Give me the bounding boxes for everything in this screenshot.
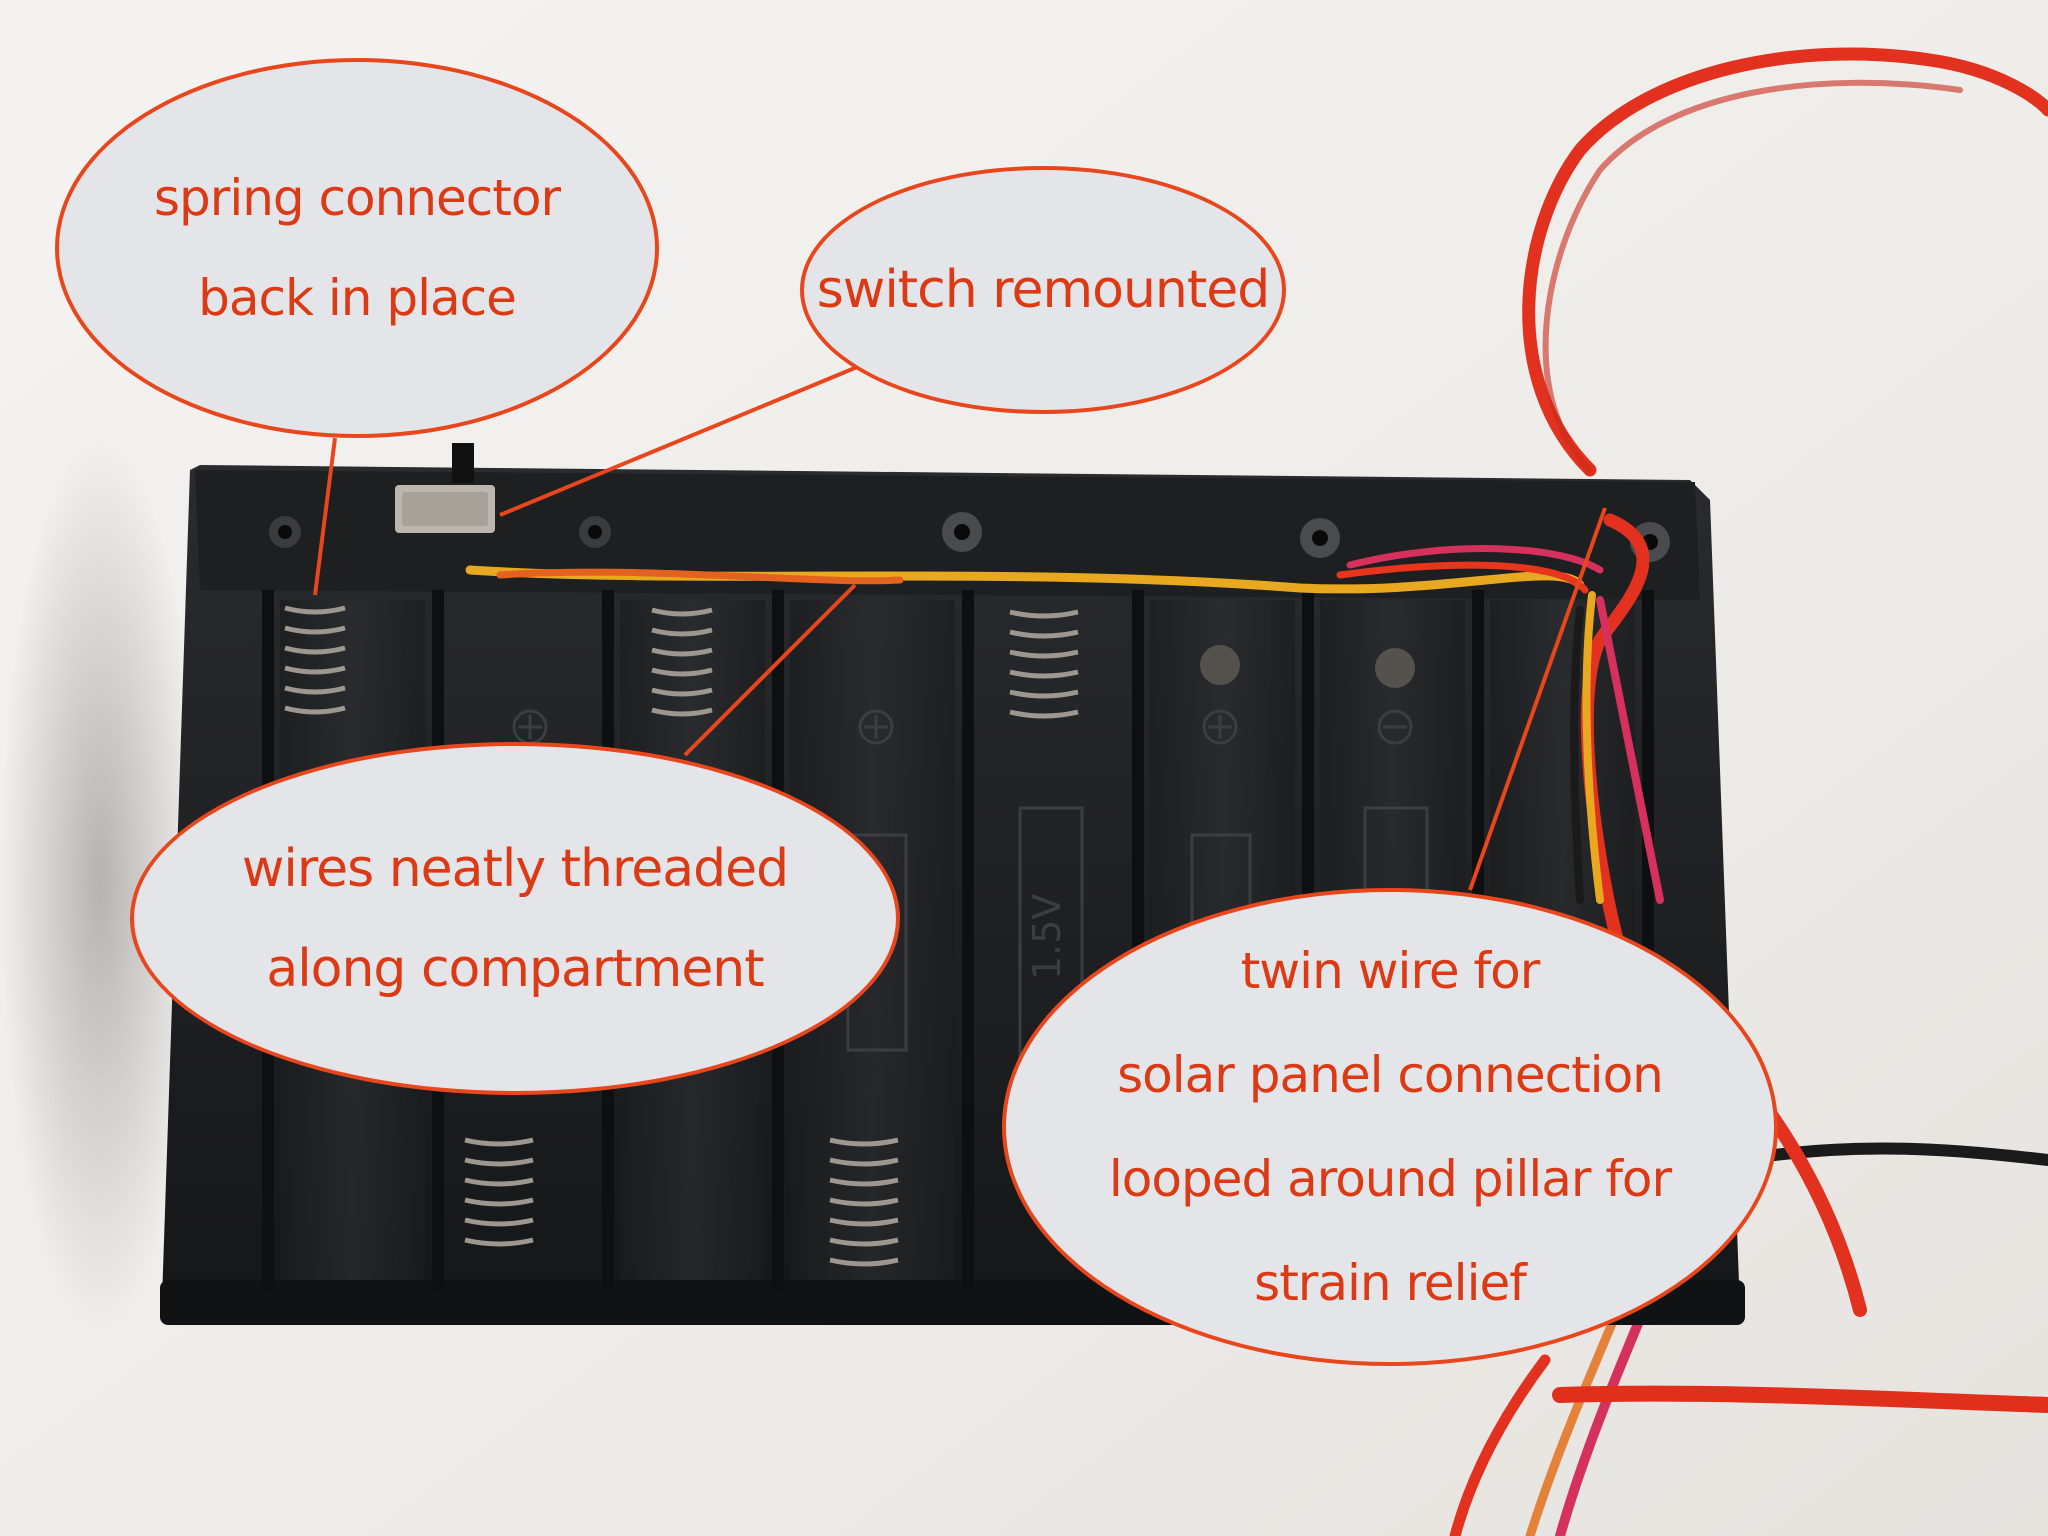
callout-line: switch remounted — [816, 260, 1271, 320]
leader-twin — [1468, 507, 1607, 891]
voltage-marking: 1.5V — [1025, 894, 1069, 980]
callout-line: solar panel connection — [1117, 1046, 1664, 1104]
mounting-pillars — [269, 512, 1670, 562]
callout-line: spring connector — [153, 169, 561, 227]
callout-spring-connector: spring connector back in place — [55, 58, 659, 438]
leader-wires — [683, 583, 857, 757]
leader-spring — [313, 437, 337, 596]
spring-contacts — [284, 605, 1079, 1267]
slide-switch — [395, 443, 495, 533]
callout-wires: wires neatly threaded along compartment — [130, 742, 900, 1095]
callout-line: strain relief — [1254, 1254, 1527, 1312]
callout-line: looped around pillar for — [1108, 1150, 1672, 1208]
callout-line: along compartment — [266, 938, 764, 999]
internal-wires — [465, 513, 1664, 957]
callout-twin-wire: twin wire for solar panel connection loo… — [1002, 888, 1778, 1366]
contact-plates — [1200, 645, 1415, 688]
callout-line: back in place — [198, 269, 517, 327]
leader-switch — [499, 363, 863, 517]
callout-leader-lines — [313, 363, 1607, 891]
callout-switch: switch remounted — [800, 166, 1286, 414]
callout-line: wires neatly threaded — [241, 838, 789, 899]
callout-line: twin wire for — [1240, 942, 1541, 1000]
